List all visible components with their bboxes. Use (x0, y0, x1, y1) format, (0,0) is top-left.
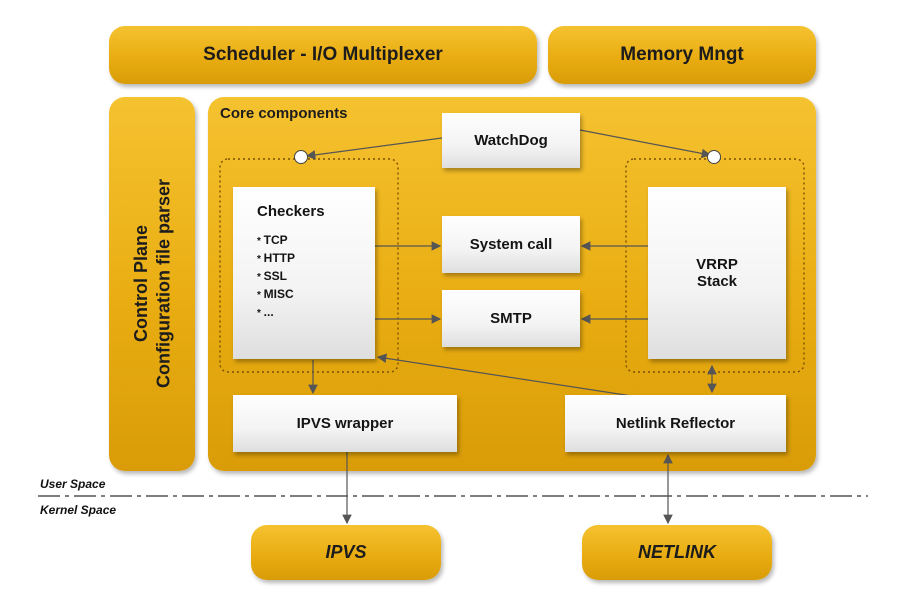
stack-label: Stack (696, 273, 738, 290)
checkers-title: Checkers (257, 203, 325, 220)
ipvs-wrapper-label: IPVS wrapper (296, 415, 394, 432)
watchdog-box: WatchDog (442, 113, 580, 168)
checker-item: TCP (257, 232, 295, 250)
system-call-box: System call (442, 216, 580, 273)
vrrp-stack-box: VRRP Stack (648, 187, 786, 359)
reflector-to-checkers-arrow (376, 353, 633, 397)
ipvs-wrapper-box: IPVS wrapper (233, 395, 457, 452)
core-components-title: Core components (220, 105, 348, 122)
checker-item: SSL (257, 268, 295, 286)
scheduler-bar: Scheduler - I/O Multiplexer (109, 26, 537, 84)
netlink-reflector-label: Netlink Reflector (615, 415, 736, 432)
smtp-label: SMTP (490, 310, 532, 327)
kernel-space-label: Kernel Space (40, 503, 117, 517)
scheduler-label: Scheduler - I/O Multiplexer (203, 44, 443, 65)
memory-label: Memory Mngt (620, 44, 744, 65)
checker-item: HTTP (257, 250, 295, 268)
ipvs-kernel-box: IPVS (251, 525, 441, 580)
user-space-label: User Space (40, 477, 106, 491)
checker-item: ... (257, 304, 295, 322)
netlink-label: NETLINK (638, 542, 716, 562)
ipvs-label: IPVS (325, 542, 367, 562)
netlink-kernel-box: NETLINK (582, 525, 772, 580)
smtp-box: SMTP (442, 290, 580, 347)
vrrp-label: VRRP (696, 256, 738, 273)
control-plane-bar: Control Plane Configuration file parser (109, 97, 195, 471)
checkers-connector-dot (294, 150, 308, 164)
netlink-reflector-box: Netlink Reflector (565, 395, 786, 452)
memory-management-bar: Memory Mngt (548, 26, 816, 84)
checkers-box: Checkers TCP HTTP SSL MISC ... (233, 187, 375, 359)
watchdog-to-checkers-arrow (305, 137, 443, 160)
checker-item: MISC (257, 286, 295, 304)
watchdog-to-vrrp-arrow (579, 129, 712, 159)
vrrp-connector-dot (707, 150, 721, 164)
watchdog-label: WatchDog (474, 132, 548, 149)
system-call-label: System call (469, 236, 553, 253)
checkers-list: TCP HTTP SSL MISC ... (257, 232, 295, 322)
